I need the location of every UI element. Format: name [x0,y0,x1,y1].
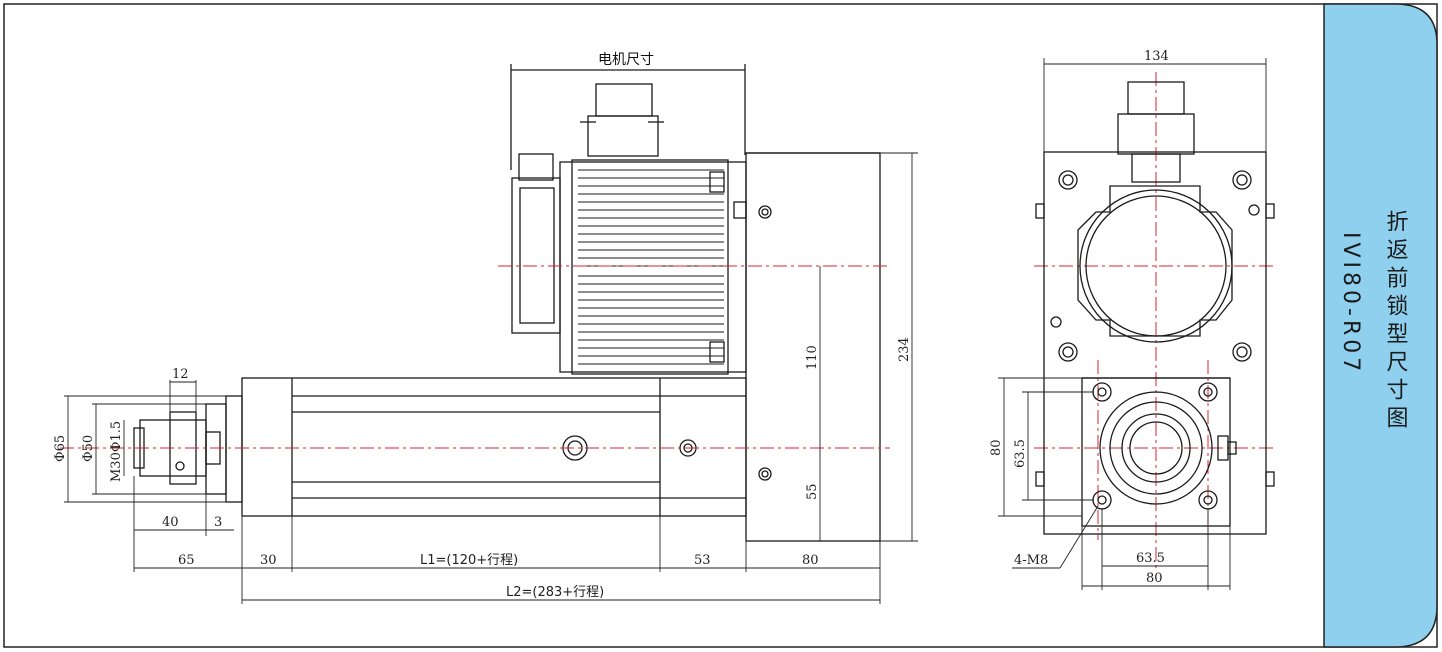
dim-134: 134 [1144,49,1169,64]
dim-234: 234 [897,337,912,362]
svg-text:折返前锁型尺寸图: 折返前锁型尺寸图 [1383,210,1409,434]
dim-80-side: 80 [802,553,819,568]
dim-phi50: Φ50 [81,435,96,462]
dim-m30: M30Φ1.5 [109,421,124,482]
dim-65: 65 [178,553,195,568]
svg-text:IVI80-R07: IVI80-R07 [1338,232,1363,375]
motor-fins [578,169,724,365]
side-title-panel [1323,3,1438,648]
end-view [1035,81,1275,535]
dim-3: 3 [214,515,222,530]
dim-80-horizontal: 80 [1146,571,1163,586]
dim-53: 53 [694,553,711,568]
dim-phi65: Φ65 [53,435,68,462]
motor-size-label: 电机尺寸 [598,52,654,68]
dim-30: 30 [260,553,277,568]
dim-12: 12 [172,367,189,382]
dim-40: 40 [162,515,179,530]
dim-l1: L1=(120+行程) [420,553,518,568]
dim-55: 55 [805,483,820,500]
dim-63-5-vertical: 63.5 [1013,439,1028,468]
drawing-frame [3,3,1438,648]
dimension-lines [64,58,1267,604]
side-view [133,64,881,542]
dim-110: 110 [805,345,820,370]
side-title: 折返前锁型尺寸图 [1383,210,1409,434]
dim-4-m8: 4-M8 [1014,553,1048,568]
side-code-label: IVI80-R07 [1338,232,1363,375]
dim-63-5-horizontal: 63.5 [1136,551,1165,566]
dim-80-vertical: 80 [989,439,1004,456]
dim-l2: L2=(283+行程) [506,585,604,600]
